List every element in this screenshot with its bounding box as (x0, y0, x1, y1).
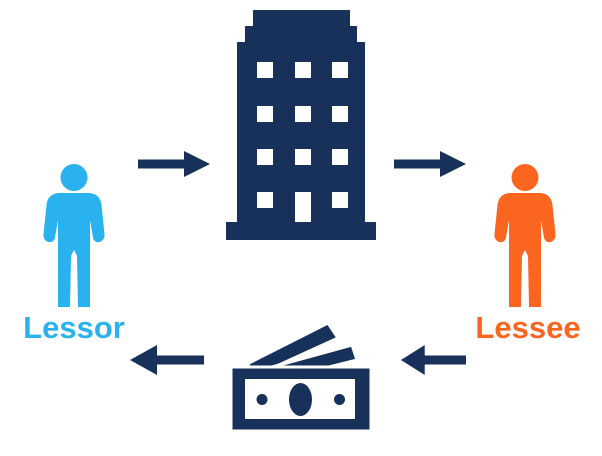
building-icon (226, 10, 376, 240)
arrow-building-to-lessee (394, 151, 466, 177)
money-icon (229, 321, 373, 433)
lessee-person-icon (494, 164, 556, 307)
lessee-label: Lessee (475, 310, 581, 345)
lessor-label: Lessor (23, 310, 125, 345)
arrow-lessee-to-money (401, 345, 466, 375)
lessor-person-icon (43, 164, 105, 307)
arrow-lessor-to-building (138, 151, 210, 177)
arrow-money-to-lessor (130, 345, 204, 375)
